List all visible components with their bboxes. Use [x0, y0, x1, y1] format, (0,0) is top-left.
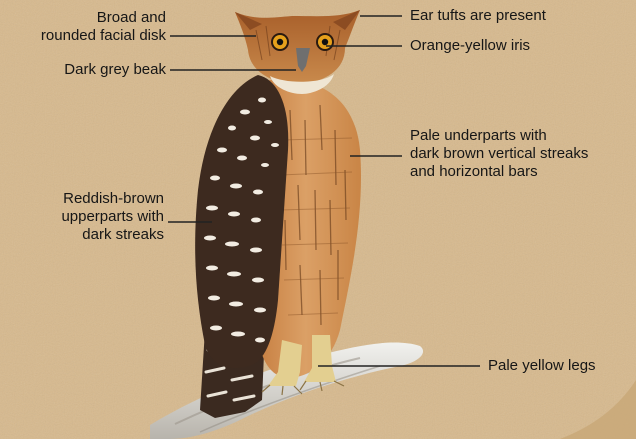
label-iris: Orange-yellow iris [410, 37, 530, 55]
label-upperparts: Reddish-brown upperparts with dark strea… [61, 190, 164, 244]
label-underparts: Pale underparts with dark brown vertical… [410, 127, 588, 181]
label-ear-tufts: Ear tufts are present [410, 7, 546, 25]
label-facial-disk: Broad and rounded facial disk [41, 9, 166, 45]
label-legs: Pale yellow legs [488, 357, 596, 375]
label-beak: Dark grey beak [64, 61, 166, 79]
